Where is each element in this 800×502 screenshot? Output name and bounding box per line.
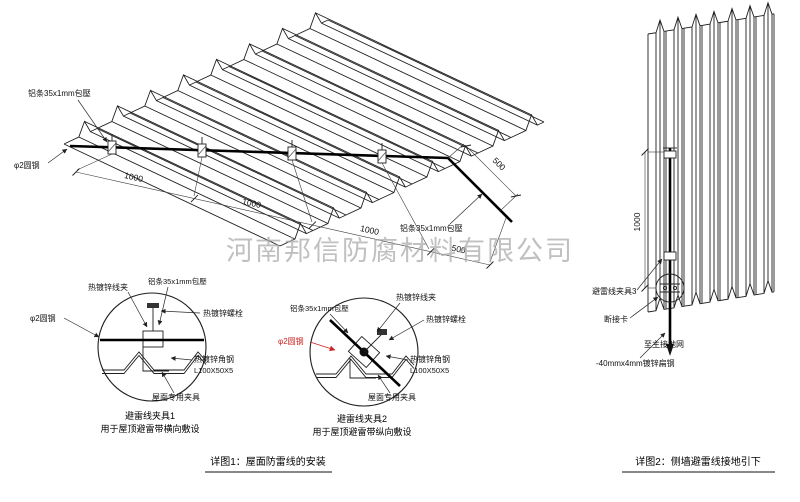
roof-profile: [316, 355, 415, 375]
roof-dimension-chain: 1000 1000 1000 500: [72, 153, 507, 269]
wall-label-disconnect: 断接卡: [604, 314, 628, 324]
dim-1000: 1000: [241, 196, 262, 210]
clamp-detail-2: 铝条35x1mm包壓 热镀锌线夹 热镀锌螺栓 φ2圆钢 热镀锌角钢 L100X5…: [278, 292, 466, 437]
leader-line: [77, 99, 108, 143]
watermark-text: 河南邦信防腐材料有限公司: [226, 236, 574, 266]
disconnect-plates: [660, 283, 680, 293]
leader-line: [161, 371, 175, 394]
clamp2-label-bolt: 热镀锌螺栓: [426, 314, 466, 324]
dim-1000: 1000: [359, 223, 380, 237]
wall-corrugated-panel: [647, 1, 775, 313]
dim-500: 500: [451, 243, 467, 256]
clamp-detail-1: 热镀锌线夹 铝条35x1mm包壓 热镀锌螺栓 φ2圆钢 热镀锌角钢 L100X5…: [30, 276, 243, 434]
leader-line: [639, 332, 666, 359]
clamp2-label-angle-spec: L100X50X5: [410, 366, 449, 375]
roof-profile: [102, 351, 207, 371]
disconnect-bolt: [672, 285, 678, 291]
dim-1000-wall: 1000: [632, 212, 642, 231]
wall-dimension: 1000: [632, 148, 664, 292]
leader-line: [329, 313, 349, 334]
captions: 详图1：屋面防雷线的安装 详图2：侧墙避雷线接地引下: [205, 455, 775, 473]
leader-line: [388, 319, 425, 341]
clamp1-label-angle-spec: L100X50X5: [194, 366, 233, 375]
leader-line: [636, 258, 663, 291]
bolt-nut: [147, 303, 159, 308]
dimension-ticks: [72, 168, 494, 269]
caption-detail2: 详图2：侧墙避雷线接地引下: [635, 455, 761, 468]
clamp2-label-angle: 热镀锌角钢: [410, 354, 450, 364]
clamp2-label-rod: φ2圆钢: [278, 336, 304, 346]
disconnect-bolt: [662, 285, 668, 291]
dim-500-right: 500: [491, 155, 508, 172]
clamp1-subtitle: 用于屋顶避雷带横向敷设: [100, 423, 199, 434]
leader-line: [170, 355, 193, 361]
clamp1-label-wire-clip: 热镀锌线夹: [88, 282, 128, 292]
clamp2-label-strip: 铝条35x1mm包壓: [290, 303, 349, 313]
clamp1-label-strip: 铝条35x1mm包壓: [148, 276, 207, 286]
clamp2-title: 避雷线夹具2: [337, 413, 387, 424]
leader-line: [449, 193, 483, 225]
wall-label-flat-steel: -40mmx4mm镀锌扁钢: [596, 358, 675, 368]
roof-corrugated-panel: [63, 11, 545, 247]
roof-label-rod: φ2圆钢: [14, 160, 40, 170]
leader-line: [376, 302, 401, 333]
bolt-nut: [377, 329, 387, 335]
wall-clamp: [663, 251, 677, 261]
clamp1-label-fixture: 屋面专用夹具: [152, 392, 200, 402]
clamp2-label-fixture: 屋面专用夹具: [368, 392, 416, 402]
detail-bubble: [309, 297, 419, 407]
clamp2-label-wire-clip: 热镀锌线夹: [396, 292, 436, 302]
bolt: [363, 333, 383, 353]
leader-line: [47, 148, 68, 164]
wall-label-ground: 至主接地网: [644, 339, 684, 349]
leader-line: [629, 296, 659, 319]
down-arrow: [666, 344, 674, 356]
leader-line: [127, 291, 148, 328]
leader-line: [385, 354, 409, 361]
roof-wire-clamp: [197, 137, 207, 158]
angle-steel: [349, 358, 376, 379]
dimension-ticks: [460, 144, 522, 198]
wall-label-clamp3: 避雷线夹具3: [592, 286, 637, 296]
clamp2-subtitle: 用于屋顶避雷带纵向敷设: [312, 426, 411, 437]
caption-detail1: 详图1：屋面防雷线的安装: [210, 455, 326, 468]
roof-label-strip-top: 铝条35x1mm包壓: [28, 88, 91, 98]
leader-line: [377, 374, 391, 394]
clamp1-label-bolt: 热镀锌螺栓: [203, 308, 243, 318]
dim-1000: 1000: [123, 170, 144, 184]
roof-label-strip-bottom: 铝条35x1mm包壓: [400, 223, 463, 233]
roof-dimension-right: 500: [447, 143, 522, 212]
clamp1-label-angle: 热镀锌角钢: [194, 354, 234, 364]
wall-clamp: [663, 150, 677, 159]
leader-line: [157, 286, 169, 326]
wall-drawing: 1000 避雷线夹具3 断接卡 至主接地网 -40mmx4mm镀锌扁钢: [592, 1, 775, 368]
leader-line: [309, 341, 336, 352]
leader-line: [63, 317, 100, 338]
leader-line: [160, 308, 201, 314]
roof-isometric-drawing: 铝条35x1mm包壓 φ2圆钢 铝条35x1mm包壓 1000 1000 100…: [14, 11, 545, 269]
angle-steel: [142, 347, 169, 372]
clamp1-title: 避雷线夹具1: [125, 410, 175, 421]
dimension-ticks: [641, 148, 649, 292]
clamp1-label-rod: φ2圆钢: [30, 313, 56, 323]
detail-bubble: [97, 292, 207, 402]
